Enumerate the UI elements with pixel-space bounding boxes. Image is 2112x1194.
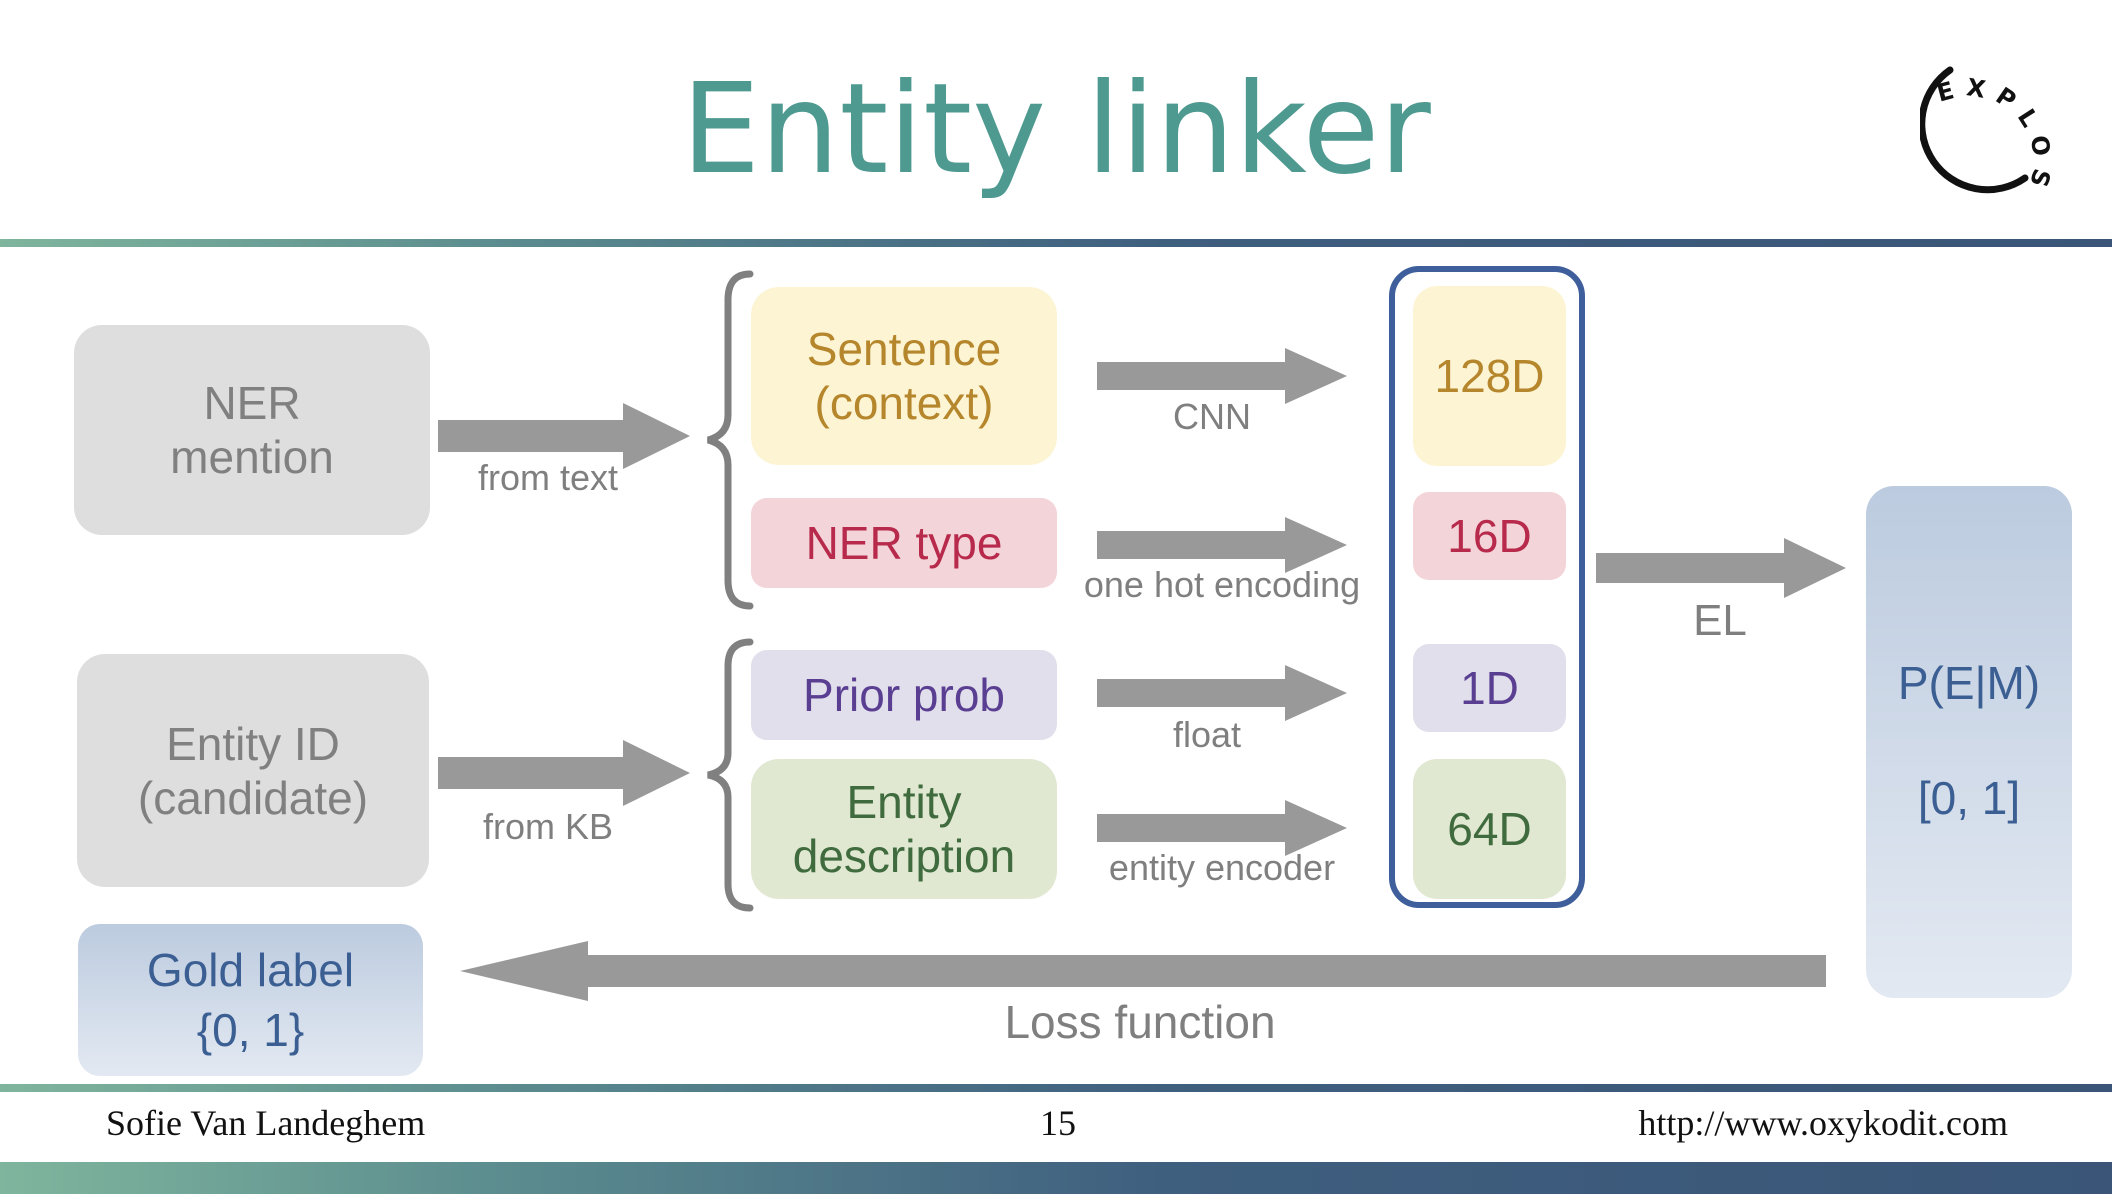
entity-encoder-label: entity encoder [1108,847,1336,888]
output-line1: P(E|M) [1897,657,2041,709]
loss-arrow [460,941,1826,1001]
output-line2: [0, 1] [1917,772,2021,824]
entity-id-box: Entity ID (candidate) [77,654,429,887]
entity-description-box: Entity description [751,759,1057,899]
cnn-arrow [1097,348,1347,404]
svg-text:EXPLOSION: EXPLOSION [1920,48,2057,198]
from-kb-label: from KB [482,806,614,847]
top-band [0,239,2112,247]
footer-author: Sofie Van Landeghem [106,1103,426,1143]
float-arrow [1097,665,1347,721]
dim-1d: 1D [1413,644,1566,732]
loss-function-label: Loss function [1004,996,1276,1048]
footer-band-bottom [0,1162,2112,1194]
footer-page-number: 15 [1040,1103,1076,1143]
prior-prob-box: Prior prob [751,650,1057,740]
output-probability-box: P(E|M) [0, 1] [1866,486,2072,998]
one-hot-arrow [1097,517,1347,573]
cnn-label: CNN [1173,396,1251,437]
el-arrow [1596,538,1846,598]
sentence-context-box: Sentence (context) [751,287,1057,465]
footer-band-top [0,1084,2112,1092]
gold-label-line1: Gold label [146,944,355,996]
dim-64d: 64D [1413,759,1566,899]
ner-type-box: NER type [751,498,1057,588]
from-text-arrow [438,403,690,469]
dim-16d: 16D [1413,492,1566,580]
gold-label-box: Gold label {0, 1} [78,924,423,1076]
footer-url[interactable]: http://www.oxykodit.com [1638,1103,2008,1143]
ner-mention-box: NER mention [74,325,430,535]
page-title: Entity linker [681,57,1431,202]
concat-vector-frame [1389,266,1585,908]
float-label: float [1172,714,1242,755]
explosion-logo-icon: EXPLOSION [1920,48,2057,198]
from-kb-arrow [438,740,690,806]
from-text-label: from text [477,457,619,498]
context-brace-icon [706,270,754,610]
dim-128d: 128D [1413,286,1566,466]
logo-text: EXPLOSION [1920,48,2047,198]
gold-label-line2: {0, 1} [196,1004,305,1056]
one-hot-label: one hot encoding [1083,564,1361,605]
candidate-brace-icon [707,638,754,912]
el-label: EL [1693,596,1747,645]
entity-encoder-arrow [1097,800,1347,856]
